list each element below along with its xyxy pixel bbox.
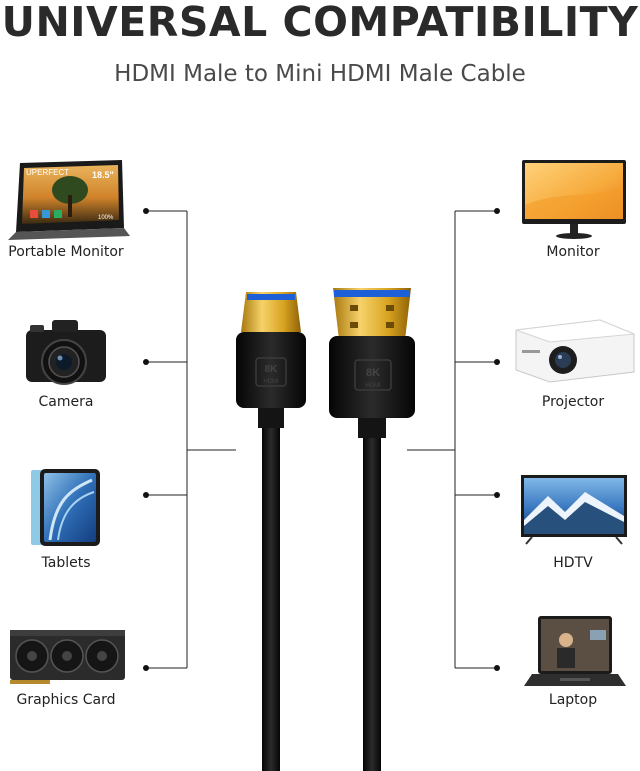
label-graphics-card: Graphics Card: [16, 692, 116, 708]
label-portable-monitor: Portable Monitor: [8, 244, 124, 260]
full-connector-badge: 8K: [366, 367, 380, 379]
mini-hdmi-connector: 8K HDMI: [236, 292, 306, 771]
full-connector-sub: HDMI: [365, 383, 381, 389]
full-hdmi-connector: 8K HDMI: [329, 288, 415, 771]
page-subtitle: HDMI Male to Mini HDMI Male Cable: [114, 61, 526, 87]
label-monitor: Monitor: [546, 244, 600, 260]
label-projector: Projector: [541, 394, 605, 410]
label-camera: Camera: [38, 394, 94, 410]
page-title: UNIVERSAL COMPATIBILITY: [1, 0, 639, 46]
label-laptop: Laptop: [548, 692, 598, 708]
portable-monitor-tag: 100%: [98, 215, 114, 221]
portable-monitor-brand: UPERFECT: [26, 168, 69, 177]
label-hdtv: HDTV: [553, 555, 593, 571]
mini-connector-sub: HDMI: [263, 379, 279, 385]
mini-connector-badge: 8K: [265, 364, 279, 375]
portable-monitor-size: 18.5": [92, 170, 114, 180]
label-tablets: Tablets: [41, 555, 91, 571]
